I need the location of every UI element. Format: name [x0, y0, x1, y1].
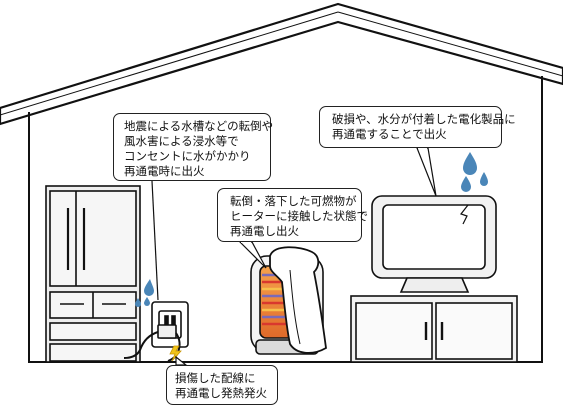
callout-pointer-damaged [416, 147, 437, 197]
tv-cabinet-icon [350, 295, 518, 363]
house-roof [0, 2, 563, 126]
callout-tipover-line: 再通電し出火 [230, 224, 299, 238]
refrigerator-icon [45, 185, 141, 363]
callout-flood-line: 再通電時に出火 [124, 164, 205, 178]
callout-flood-line: 地震による水槽などの転倒や [124, 119, 274, 133]
power-outlet-icon [123, 301, 189, 362]
water-drop-icon [135, 279, 154, 307]
callout-damaged-line: 再通電することで出火 [332, 127, 447, 141]
callout-flood-line: コンセントに水がかかり [124, 149, 251, 163]
callout-wiring-line: 再通電し発熱発火 [175, 386, 267, 400]
callout-tipover: 転倒・落下した可燃物が ヒーターに接触した状態で 再通電し出火 [217, 188, 368, 242]
callout-pointer-tipover [238, 241, 267, 269]
callout-damaged-wiring: 損傷した配線に 再通電し発熱発火 [166, 365, 278, 405]
electric-heater-icon [250, 246, 327, 355]
spark-icon [169, 345, 182, 362]
callout-damaged-appliance: 破損や、水分が付着した電化製品に 再通電することで出火 [319, 106, 516, 148]
water-drop-icon-tv [461, 152, 488, 192]
callout-flood-line: 風水害による浸水等で [124, 134, 239, 148]
callout-tipover-line: ヒーターに接触した状態で [230, 209, 368, 223]
callout-wiring-line: 損傷した配線に [175, 371, 256, 385]
callout-pointer-flood [151, 180, 159, 301]
callout-tipover-line: 転倒・落下した可燃物が [230, 194, 357, 208]
callout-damaged-line: 破損や、水分が付着した電化製品に [332, 112, 516, 126]
television-icon [371, 195, 497, 293]
callout-flood: 地震による水槽などの転倒や 風水害による浸水等で コンセントに水がかかり 再通電… [113, 113, 274, 181]
